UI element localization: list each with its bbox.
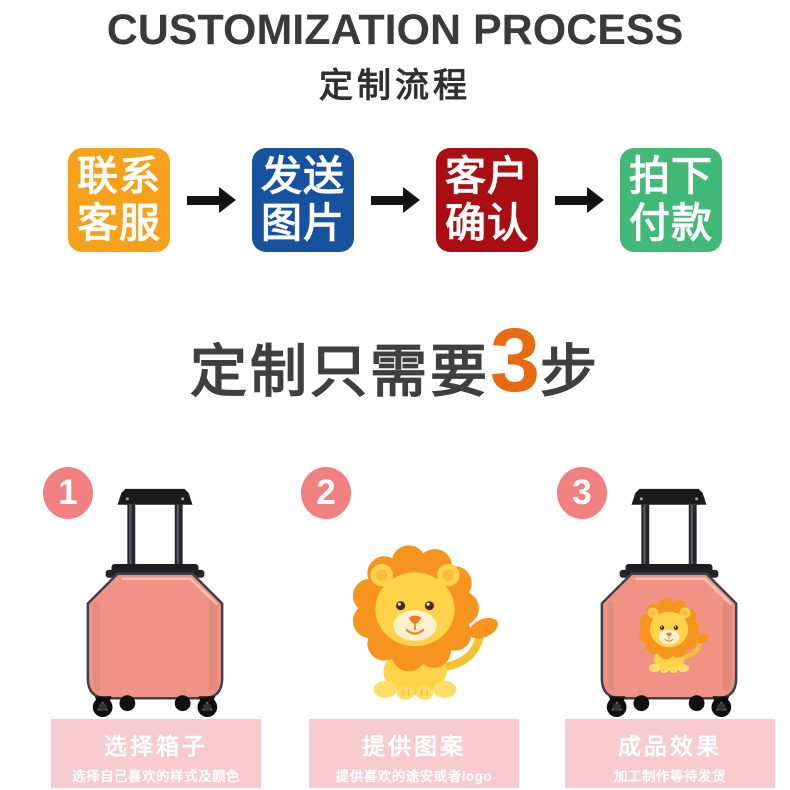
- headline-prefix: 定制只需要: [189, 340, 490, 404]
- page-title-cn: 定制流程: [319, 67, 471, 105]
- step-1: 1: [43, 455, 261, 719]
- process-step-label: 客户: [445, 153, 529, 199]
- process-step-send-picture: 发送 图片: [252, 148, 354, 252]
- arrow-head: [402, 187, 420, 213]
- process-step-customer-confirm: 客户 确认: [436, 148, 538, 252]
- pink-suitcase-graphic: [76, 481, 234, 718]
- suitcase-with-lion-print-graphic: [590, 481, 748, 718]
- arrow-shaft: [186, 195, 220, 205]
- right-arrow-icon: [368, 180, 422, 220]
- step-3-caption-card: 成品效果 加工制作等待发货: [565, 719, 775, 788]
- arrow-head: [586, 187, 604, 213]
- step-number-badge: 3: [557, 467, 607, 519]
- process-step-label: 确认: [445, 200, 529, 246]
- step-1-caption-card: 选择箱子 选择自己喜欢的样式及颜色: [51, 719, 261, 788]
- step-card-title: 成品效果: [618, 733, 722, 759]
- headline-number: 3: [489, 311, 541, 411]
- process-step-label: 拍下: [629, 153, 713, 199]
- headline-3-steps: 定制只需要3步: [0, 316, 790, 406]
- process-step-label: 发送: [261, 153, 345, 199]
- step-2: 2: [301, 455, 519, 720]
- arrow-shaft: [554, 195, 588, 205]
- step-card-subtitle: 加工制作等待发货: [614, 769, 726, 784]
- lion-cartoon-graphic: [325, 531, 505, 720]
- step-2-caption-card: 提供图案 提供喜欢的途安或者logo: [309, 719, 519, 788]
- process-flow: 联系 客服 发送 图片 客户 确认 拍下 付款: [0, 148, 790, 252]
- right-arrow-icon: [552, 180, 606, 220]
- process-step-label: 联系: [77, 153, 161, 199]
- step-number-badge: 1: [43, 467, 93, 519]
- process-step-place-order-pay: 拍下 付款: [620, 148, 722, 252]
- step-number-badge: 2: [301, 467, 351, 519]
- process-step-contact-service: 联系 客服: [68, 148, 170, 252]
- process-step-label: 付款: [629, 200, 713, 246]
- step-3: 3: [557, 455, 775, 719]
- process-step-label: 客服: [77, 200, 161, 246]
- right-arrow-icon: [184, 180, 238, 220]
- arrow-head: [218, 187, 236, 213]
- step-card-title: 选择箱子: [104, 733, 208, 759]
- process-step-label: 图片: [261, 200, 345, 246]
- page-title-en: CUSTOMIZATION PROCESS: [106, 6, 684, 54]
- arrow-shaft: [370, 195, 404, 205]
- steps-section: 1 2 3: [0, 455, 790, 719]
- step-card-subtitle: 提供喜欢的途安或者logo: [335, 769, 493, 784]
- step-card-subtitle: 选择自己喜欢的样式及颜色: [72, 769, 240, 784]
- headline-suffix: 步: [540, 340, 601, 404]
- step-card-title: 提供图案: [362, 733, 466, 759]
